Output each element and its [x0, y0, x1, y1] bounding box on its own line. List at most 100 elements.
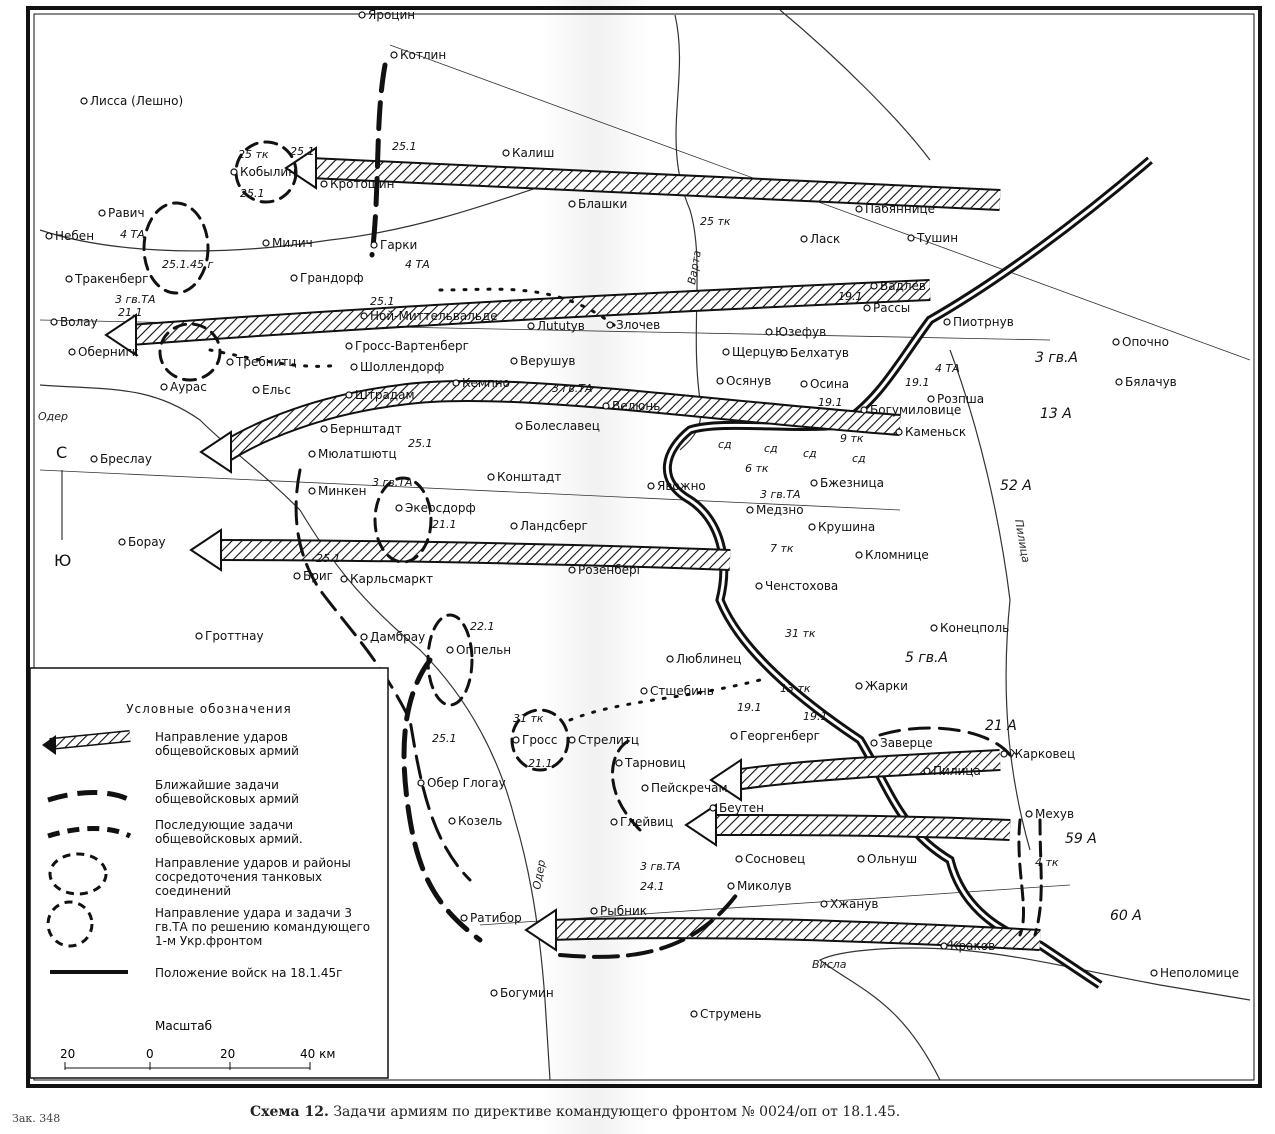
town-label: Тарновиц: [624, 756, 686, 770]
town-marker: [90, 455, 98, 463]
arrow-head: [189, 528, 222, 572]
town-marker: [358, 11, 366, 19]
town-marker: [345, 391, 353, 399]
town-marker: [907, 234, 915, 242]
unit-label: сд: [852, 452, 866, 465]
town-label: Бялачув: [1125, 375, 1177, 389]
town-label: Бжезница: [820, 476, 884, 490]
town-label: Равич: [108, 206, 145, 220]
river-label: Висла: [812, 958, 847, 971]
town-label: Болеславец: [525, 419, 600, 433]
river-label: Варта: [685, 249, 704, 285]
town-label: Каменьск: [905, 425, 966, 439]
town-label: Пиотрнув: [953, 315, 1014, 329]
town-marker: [417, 779, 425, 787]
unit-label: 31 тк: [785, 627, 816, 640]
compass: С Ю: [54, 443, 71, 570]
town-marker: [340, 575, 348, 583]
date-label: 19.1: [838, 290, 863, 303]
town-label: Хжанув: [830, 897, 878, 911]
town-label: Тушин: [916, 231, 958, 245]
town-marker: [780, 349, 788, 357]
town-label: Кломнице: [865, 548, 929, 562]
date-label: 25.1: [290, 145, 315, 158]
town-label: Осянув: [726, 374, 771, 388]
town-marker: [590, 907, 598, 915]
town-label: Белхатув: [790, 346, 849, 360]
town-marker: [45, 232, 53, 240]
scale-title: Масштаб: [155, 1019, 212, 1033]
scale-bar: [64, 1062, 311, 1070]
map-frame: [26, 6, 1262, 1088]
town-marker: [1112, 338, 1120, 346]
compass-south: Ю: [54, 551, 71, 570]
town-marker: [515, 422, 523, 430]
compass-north: С: [56, 443, 67, 462]
unit-label: 3 гв.ТА: [640, 860, 681, 873]
legend: Масштаб 20 0 20 40 км: [29, 667, 389, 1079]
river-label: Одер: [530, 859, 548, 891]
date-label: 21.1: [432, 518, 457, 531]
map-inner-frame: [33, 13, 1255, 1081]
date-label: 25.1: [240, 187, 265, 200]
army-label: 59 А: [1065, 831, 1097, 847]
town-marker: [446, 646, 454, 654]
strike-arrow-hatch: [220, 381, 901, 460]
scale-tick: 20: [220, 1047, 235, 1061]
town-label: Мюлатшютц: [318, 447, 397, 461]
arrow-head: [684, 803, 717, 847]
town-marker: [308, 450, 316, 458]
unit-label: сд: [718, 438, 732, 451]
scale-tick: 0: [146, 1047, 154, 1061]
unit-label: сд: [803, 447, 817, 460]
town-marker: [870, 282, 878, 290]
town-label: Кротошин: [330, 177, 394, 191]
town-marker: [615, 759, 623, 767]
town-marker: [510, 522, 518, 530]
town-marker: [800, 235, 808, 243]
town-marker: [602, 402, 610, 410]
town-marker: [1025, 810, 1033, 818]
town-marker: [262, 239, 270, 247]
town-label: Конштадт: [497, 470, 561, 484]
arrow-head: [199, 430, 232, 474]
town-label: Неполомице: [1160, 966, 1239, 980]
strike-arrow-hatch: [549, 919, 1041, 949]
town-label: Милич: [272, 236, 313, 250]
unit-label: 3 гв.ТА: [115, 293, 156, 306]
town-label: Бреслау: [100, 452, 152, 466]
town-label: Глейвиц: [620, 815, 673, 829]
town-marker: [810, 479, 818, 487]
town-marker: [855, 551, 863, 559]
town-label: Сосновец: [745, 852, 805, 866]
legend-symbol-near-task: [47, 790, 132, 803]
town-marker: [647, 482, 655, 490]
town-marker: [870, 739, 878, 747]
town-label: Георгенберг: [740, 729, 820, 743]
town-marker: [709, 804, 717, 812]
town-label: Обер Глогау: [427, 776, 506, 790]
strike-arrow-hatch: [129, 281, 931, 344]
map-caption: Схема 12. Задачи армиям по директиве ком…: [250, 1104, 900, 1120]
strike-arrow-hatch: [709, 816, 1011, 839]
legend-symbol-later-task: [47, 826, 132, 839]
town-marker: [610, 818, 618, 826]
town-marker: [641, 784, 649, 792]
town-label: Гросс: [522, 733, 557, 747]
town-label: Блашки: [578, 197, 627, 211]
unit-label: 25 тк: [700, 215, 731, 228]
town-marker: [448, 817, 456, 825]
town-marker: [895, 428, 903, 436]
print-order-note: Зак. 348: [12, 1112, 61, 1125]
town-marker: [370, 241, 378, 249]
unit-label: 3 гв.ТА: [372, 476, 413, 489]
town-marker: [716, 377, 724, 385]
town-label: Струмень: [700, 1007, 761, 1021]
army-task-lines: [142, 62, 1043, 959]
town-label: Жарки: [865, 679, 908, 693]
town-label: Калиш: [512, 146, 554, 160]
town-marker: [855, 205, 863, 213]
date-label: 21.1: [528, 757, 553, 770]
town-label: Бриг: [303, 569, 333, 583]
